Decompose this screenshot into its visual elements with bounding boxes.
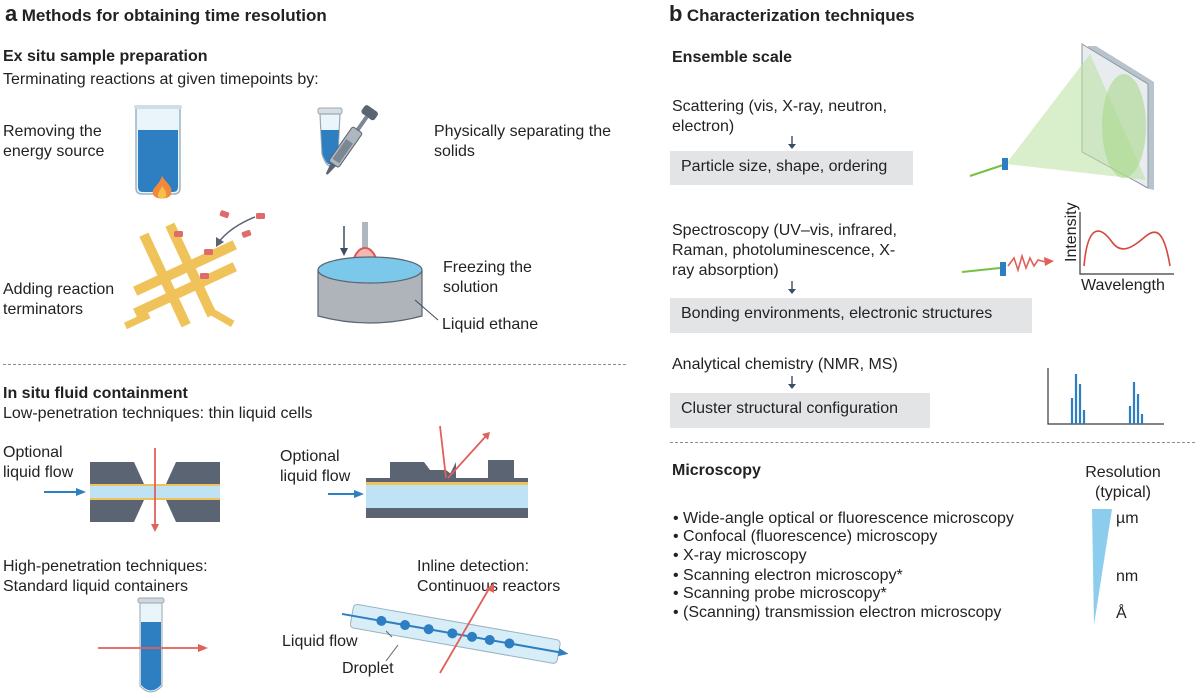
analytical-label: Analytical chemistry (NMR, MS)	[672, 356, 898, 373]
incident-beam-icon	[439, 425, 447, 479]
droplet-label: Droplet	[342, 660, 394, 677]
in-situ-subheading: Low-penetration techniques: thin liquid …	[3, 405, 313, 422]
mass-peaks	[1070, 374, 1144, 424]
panel-a-letter: a	[5, 1, 18, 26]
dewar-container	[317, 270, 423, 324]
microscopy-heading: Microscopy	[672, 462, 761, 479]
tweezer-icon	[362, 222, 368, 250]
spectroscopy-beam-illustration	[961, 253, 1054, 276]
syringe-icon	[325, 105, 378, 175]
adding-terminators-label: Adding reaction terminators	[3, 281, 115, 318]
panel-b-title: Characterization techniques	[686, 6, 915, 25]
removing-energy-label: Removing the energy source	[3, 123, 105, 160]
beaker-liquid	[138, 130, 178, 192]
microscopy-item-3: • X-ray microscopy	[673, 547, 807, 564]
nanostructure-grid	[123, 222, 237, 330]
scale-um-label: µm	[1116, 510, 1139, 527]
sample-icon-2	[1000, 262, 1006, 276]
thin-liquid-cell-2	[328, 425, 528, 518]
panel-a-title: Methods for obtaining time resolution	[21, 6, 327, 25]
terminator-molecules	[174, 210, 265, 279]
down-arrow-icon-3	[788, 376, 796, 389]
scattering-result-text: Particle size, shape, ordering	[681, 158, 888, 175]
panel-a-header: a Methods for obtaining time resolution	[5, 1, 327, 27]
physically-separating-label: Physically separating the solids	[434, 123, 611, 160]
spectrum-curve	[1083, 230, 1171, 267]
thin-liquid-cell-1	[44, 448, 220, 532]
ex-situ-heading: Ex situ sample preparation	[3, 48, 208, 65]
down-arrow-icon-2	[788, 281, 796, 294]
liquid-ethane-label: Liquid ethane	[442, 316, 539, 333]
microscopy-item-1: • Wide-angle optical or fluorescence mic…	[673, 510, 1014, 527]
beaker-flame-illustration	[134, 105, 182, 195]
resolution-header: Resolution (typical)	[1085, 464, 1161, 501]
high-penetration-label: High-penetration techniques: Standard li…	[3, 558, 208, 595]
continuous-reactor-illustration	[341, 583, 569, 674]
scale-nm-label: nm	[1116, 568, 1139, 585]
resolution-scale-wedge	[1092, 509, 1112, 625]
ex-situ-subheading: Terminating reactions at given timepoint…	[3, 71, 319, 88]
spectroscopy-result-box: Bonding environments, electronic structu…	[670, 298, 1032, 333]
scattering-result-box: Particle size, shape, ordering	[670, 151, 913, 185]
scattering-illustration	[969, 43, 1154, 190]
incident-beam	[969, 163, 1007, 177]
freezing-label: Freezing the solution	[443, 259, 532, 296]
liquid-ethane-surface	[317, 256, 423, 284]
spectroscopy-result-text: Bonding environments, electronic structu…	[681, 305, 993, 322]
reflected-beam-icon	[447, 435, 487, 479]
spectrum-xlabel: Wavelength	[1081, 277, 1165, 294]
sample-icon	[1002, 158, 1008, 170]
down-arrow-icon-1	[788, 136, 796, 149]
panel-b-divider	[670, 442, 1195, 443]
beaker-rim	[134, 105, 182, 109]
scale-a-label: Å	[1116, 605, 1127, 622]
optional-flow-label-1: Optional liquid flow	[3, 444, 74, 481]
spectrum-plot	[1079, 212, 1174, 275]
optional-flow-label-2: Optional liquid flow	[280, 448, 351, 485]
liquid-flow-label: Liquid flow	[282, 633, 358, 650]
microscopy-item-6: • (Scanning) transmission electron micro…	[673, 604, 1002, 621]
freezing-illustration	[317, 222, 439, 324]
droplet-icons	[376, 615, 515, 649]
ethane-leader-line	[414, 299, 439, 321]
spectroscopy-label: Spectroscopy (UV–vis, infrared, Raman, p…	[672, 222, 897, 279]
flame-icon	[152, 176, 172, 199]
spectrum-ylabel: Intensity	[1063, 202, 1080, 262]
resolution-wedge-icon	[1092, 509, 1112, 625]
mass-spectrum-plot	[1047, 368, 1164, 425]
tube-syringe-illustration	[317, 105, 378, 175]
inline-detection-label: Inline detection: Continuous reactors	[417, 558, 561, 595]
reaction-terminator-illustration	[123, 210, 265, 330]
ensemble-heading: Ensemble scale	[672, 49, 793, 66]
panel-b-header: b Characterization techniques	[669, 1, 915, 27]
panel-a-divider	[3, 364, 626, 365]
emission-wave-icon	[1007, 253, 1047, 273]
microscopy-item-5: • Scanning probe microscopy*	[673, 585, 887, 602]
reactor-tube	[341, 603, 569, 664]
curved-arrow-icon	[217, 216, 256, 244]
scattering-label: Scattering (vis, X-ray, neutron, electro…	[672, 98, 887, 135]
analytical-result-text: Cluster structural configuration	[681, 400, 898, 417]
test-tube-illustration	[98, 597, 208, 693]
analytical-result-box: Cluster structural configuration	[670, 393, 930, 428]
microscopy-item-4: • Scanning electron microscopy*	[673, 567, 903, 584]
microscopy-item-2: • Confocal (fluorescence) microscopy	[673, 528, 938, 545]
panel-b-letter: b	[669, 1, 683, 26]
in-situ-heading: In situ fluid containment	[3, 385, 188, 402]
detection-beam-icon	[439, 586, 491, 674]
spectrum-axes	[1079, 212, 1174, 275]
